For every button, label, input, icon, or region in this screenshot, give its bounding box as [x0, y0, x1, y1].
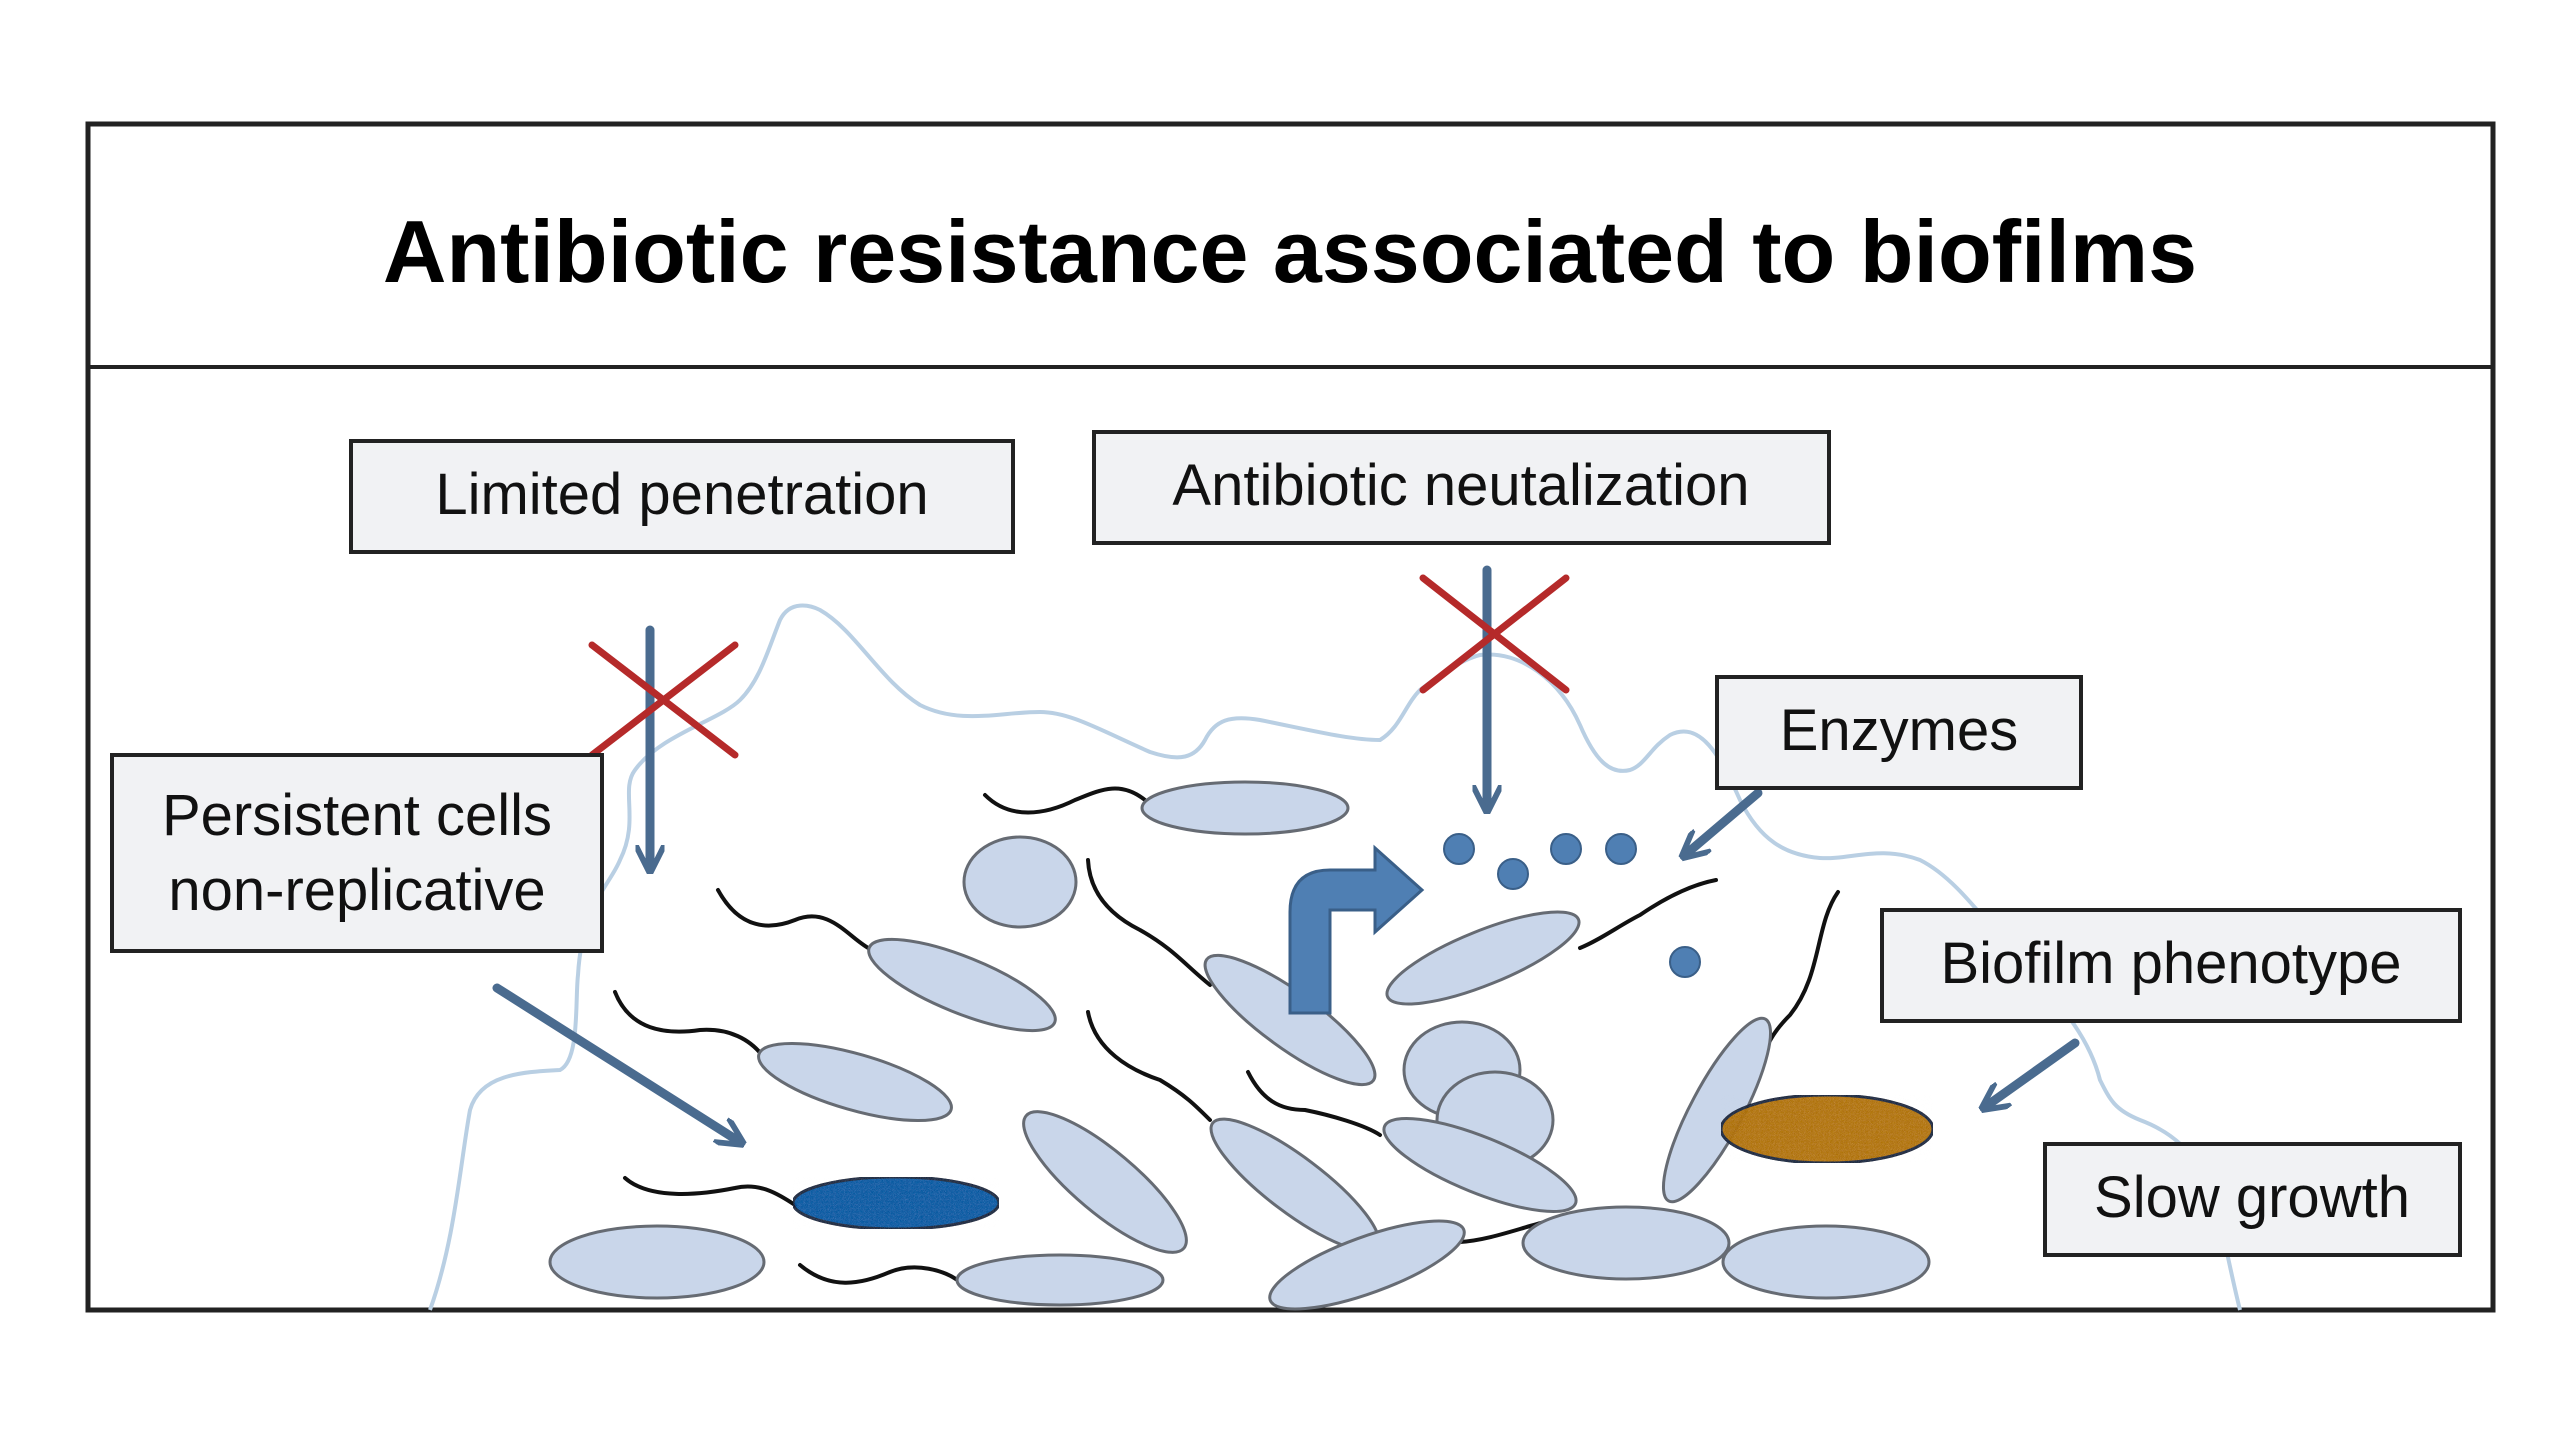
label-antibiotic-neutralization: Antibiotic neutalization: [1092, 430, 1831, 545]
bacterium-cell: [1385, 910, 1581, 1006]
phenotype-arrow: [1985, 1038, 2080, 1107]
label-limited-penetration: Limited penetration: [349, 439, 1015, 554]
phenotype-cell: [1719, 1093, 1935, 1165]
flagellum: [613, 990, 764, 1057]
bacterium-cell: [1521, 1205, 1731, 1281]
enzyme-dot: [1605, 833, 1637, 865]
blocked-x-icon: [588, 641, 739, 759]
label-enzymes: Enzymes: [1715, 675, 2083, 790]
svg-text:Slow growth: Slow growth: [2094, 1165, 2410, 1230]
bacterium-cell: [1140, 780, 1350, 836]
flagellum: [1246, 1070, 1382, 1137]
bacterium-cell: [757, 1041, 953, 1123]
flagellum: [623, 1176, 797, 1207]
svg-text:Enzymes: Enzymes: [1780, 698, 2019, 763]
bacterium-cell: [1382, 1116, 1578, 1214]
enzyme-dot: [1669, 946, 1701, 978]
flagellum: [1086, 858, 1212, 987]
bacterium-cell: [867, 937, 1057, 1033]
outer-frame: [85, 121, 2496, 1313]
enzyme-dot: [1550, 833, 1582, 865]
bacterium-cell: [955, 1253, 1165, 1307]
enzyme-dots: [1443, 833, 1701, 978]
bacterium-cell: [548, 1224, 766, 1300]
persistent-cell: [791, 1175, 1001, 1231]
svg-text:Biofilm phenotype: Biofilm phenotype: [1940, 931, 2401, 996]
flagellum: [1086, 1010, 1212, 1122]
label-slow-growth: Slow growth: [2043, 1142, 2462, 1257]
biofilm-matrix-outline: [428, 603, 2242, 1311]
persistent-arrow: [492, 983, 740, 1142]
blocked-marks: [588, 574, 1570, 759]
enzymes-arrow: [1685, 788, 1763, 855]
svg-text:Antibiotic neutalization: Antibiotic neutalization: [1172, 453, 1749, 518]
svg-text:non-replicative: non-replicative: [168, 858, 545, 923]
flagellum: [798, 1263, 962, 1285]
enzyme-dot: [1443, 833, 1475, 865]
pointer-arrows: [492, 565, 2080, 1142]
blocked-x-icon: [1419, 574, 1570, 694]
bacteria: [548, 780, 1931, 1311]
label-persistent-cells: Persistent cells non-replicative: [110, 753, 604, 953]
flagellum: [1578, 878, 1718, 950]
turn-arrow: [1288, 844, 1425, 1015]
bacterium-cell: [962, 835, 1078, 929]
svg-text:Persistent cells: Persistent cells: [162, 783, 552, 848]
svg-text:Limited penetration: Limited penetration: [435, 462, 928, 527]
bacterium-cell: [1268, 1219, 1466, 1311]
flagellum: [716, 888, 874, 952]
flagellum: [983, 786, 1147, 815]
diagram-title: Antibiotic resistance associated to biof…: [383, 202, 2197, 301]
label-biofilm-phenotype: Biofilm phenotype: [1880, 908, 2462, 1023]
enzyme-dot: [1497, 858, 1529, 890]
bacterium-cell: [1721, 1224, 1931, 1300]
bacterium-cell: [1022, 1110, 1188, 1254]
